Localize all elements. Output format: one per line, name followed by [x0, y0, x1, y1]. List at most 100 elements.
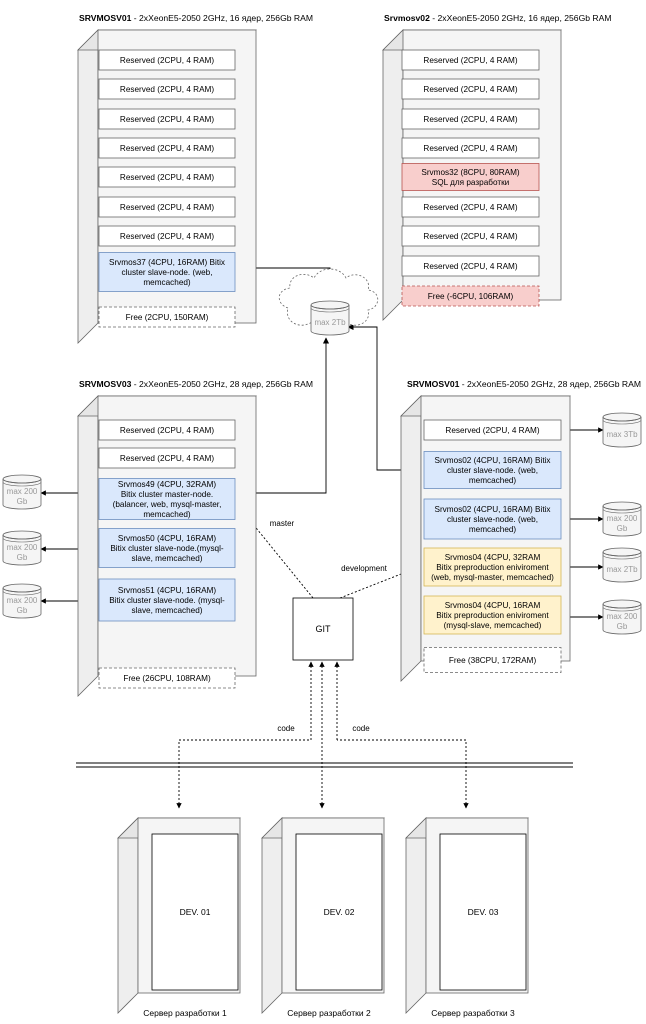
vm-slot-label: Free (-6CPU, 106RAM) — [428, 292, 514, 301]
vm-slot-box[interactable] — [423, 419, 562, 441]
vm-slot-label: slave, memcached) — [132, 606, 203, 615]
vm-slot[interactable]: Reserved (2CPU, 4 RAM) — [98, 225, 236, 247]
vm-slot-label: Srvmos02 (4CPU, 16RAM) Bitix — [434, 456, 550, 465]
vm-slot-box[interactable] — [423, 647, 562, 673]
vm-slot-label: Reserved (2CPU, 4 RAM) — [423, 115, 517, 124]
storage-disk-icon: max 3Tb — [602, 412, 642, 448]
link-rack3-storage — [235, 337, 330, 494]
vm-slot[interactable]: Reserved (2CPU, 4 RAM) — [401, 108, 540, 130]
vm-slot-box[interactable] — [423, 451, 562, 489]
storage-label: max 2Tb — [606, 565, 638, 574]
vm-slot[interactable]: Reserved (2CPU, 4 RAM) — [401, 78, 540, 100]
rack-title-spec: - 2xXeonE5-2050 2GHz, 28 ядер, 256Gb RAM — [131, 379, 313, 389]
vm-slot-box[interactable] — [98, 447, 236, 469]
vm-slot[interactable]: Srvmos32 (8CPU, 80RAM)SQL для разработки — [401, 163, 540, 191]
vm-slot[interactable]: Reserved (2CPU, 4 RAM) — [98, 196, 236, 218]
vm-slot-label: Reserved (2CPU, 4 RAM) — [120, 144, 214, 153]
vm-slot-box[interactable] — [98, 166, 236, 188]
vm-slot-label: (balancer, web, mysql-master, — [113, 500, 222, 509]
vm-slot[interactable]: Reserved (2CPU, 4 RAM) — [401, 137, 540, 159]
vm-slot-box[interactable] — [401, 108, 540, 130]
vm-slot-box[interactable] — [401, 137, 540, 159]
vm-slot[interactable]: Reserved (2CPU, 4 RAM) — [423, 419, 562, 441]
vm-slot[interactable]: Free (-6CPU, 106RAM) — [401, 285, 540, 307]
link-code-out — [176, 739, 311, 809]
vm-slot-box[interactable] — [401, 196, 540, 218]
vm-slot-box[interactable] — [98, 667, 236, 689]
vm-slot-box[interactable] — [98, 478, 236, 520]
link-git-master — [234, 501, 314, 599]
vm-slot-box[interactable] — [423, 547, 562, 587]
vm-slot[interactable]: Reserved (2CPU, 4 RAM) — [98, 78, 236, 100]
vm-slot-label: cluster slave-node. (web, — [121, 268, 212, 277]
vm-slot-label: memcached) — [469, 476, 517, 485]
vm-slot-label: Reserved (2CPU, 4 RAM) — [120, 85, 214, 94]
vm-slot[interactable]: Reserved (2CPU, 4 RAM) — [98, 49, 236, 71]
vm-slot[interactable]: Free (38CPU, 172RAM) — [423, 647, 562, 673]
cylinder-rim — [602, 554, 642, 560]
dev-server-panel — [439, 833, 527, 991]
vm-slot-box[interactable] — [401, 49, 540, 71]
vm-slot-box[interactable] — [98, 78, 236, 100]
vm-slot-box[interactable] — [98, 528, 236, 568]
vm-slot-label: Bitix cluster slave-node. (mysql- — [109, 596, 225, 605]
rack-title: SRVMOSV01 - 2xXeonE5-2050 2GHz, 28 ядер,… — [407, 379, 641, 389]
vm-slot-box[interactable] — [98, 419, 236, 441]
vm-slot-box[interactable] — [401, 78, 540, 100]
vm-slot-box[interactable] — [98, 306, 236, 328]
vm-slot[interactable]: Free (2CPU, 150RAM) — [98, 306, 236, 328]
vm-slot-box[interactable] — [98, 225, 236, 247]
vm-slot-box[interactable] — [401, 163, 540, 191]
vm-slot-box[interactable] — [423, 595, 562, 635]
cylinder-body — [2, 535, 42, 566]
rack-title-name: Srvmosv02 — [384, 13, 430, 23]
vm-slot-label: SQL для разработки — [432, 178, 509, 187]
vm-slot-label: Reserved (2CPU, 4 RAM) — [120, 173, 214, 182]
link-code-out — [337, 739, 469, 809]
vm-slot[interactable]: Srvmos49 (4CPU, 32RAM)Bitix cluster mast… — [98, 478, 236, 520]
storage-label: Gb — [17, 553, 28, 562]
storage-label: max 3Tb — [606, 430, 638, 439]
rack-title-name: SRVMOSV01 — [79, 13, 132, 23]
vm-slot-box[interactable] — [401, 255, 540, 277]
git-box[interactable] — [292, 597, 354, 661]
vm-slot[interactable]: Reserved (2CPU, 4 RAM) — [401, 49, 540, 71]
dev-server-caption: Сервер разработки 1 — [143, 1008, 227, 1018]
vm-slot-box[interactable] — [401, 225, 540, 247]
vm-slot-box[interactable] — [401, 285, 540, 307]
vm-slot-label: Reserved (2CPU, 4 RAM) — [445, 426, 539, 435]
cylinder-rim — [602, 508, 642, 514]
vm-slot[interactable]: Srvmos51 (4CPU, 16RAM)Bitix cluster slav… — [98, 578, 236, 622]
vm-slot[interactable]: Free (26CPU, 108RAM) — [98, 667, 236, 689]
cylinder-body — [602, 604, 642, 635]
vm-slot[interactable]: Reserved (2CPU, 4 RAM) — [401, 255, 540, 277]
vm-slot-box[interactable] — [98, 252, 236, 292]
vm-slot[interactable]: Reserved (2CPU, 4 RAM) — [401, 225, 540, 247]
cylinder-body — [2, 588, 42, 619]
vm-slot[interactable]: Reserved (2CPU, 4 RAM) — [98, 447, 236, 469]
vm-slot[interactable]: Reserved (2CPU, 4 RAM) — [401, 196, 540, 218]
vm-slot[interactable]: Reserved (2CPU, 4 RAM) — [98, 166, 236, 188]
storage-label: max 200 — [7, 596, 38, 605]
vm-slot[interactable]: Reserved (2CPU, 4 RAM) — [98, 108, 236, 130]
vm-slot-box[interactable] — [98, 108, 236, 130]
vm-slot[interactable]: Srvmos50 (4CPU, 16RAM)Bitix cluster slav… — [98, 528, 236, 568]
vm-slot-box[interactable] — [423, 498, 562, 540]
vm-slot-box[interactable] — [98, 137, 236, 159]
vm-slot[interactable]: Reserved (2CPU, 4 RAM) — [98, 137, 236, 159]
cylinder-rim — [602, 551, 642, 557]
cylinder-rim — [2, 587, 42, 593]
vm-slot[interactable]: Reserved (2CPU, 4 RAM) — [98, 419, 236, 441]
git-repository[interactable]: GIT — [292, 597, 354, 661]
vm-slot-box[interactable] — [98, 49, 236, 71]
vm-slot-box[interactable] — [98, 196, 236, 218]
vm-slot-box[interactable] — [98, 578, 236, 622]
